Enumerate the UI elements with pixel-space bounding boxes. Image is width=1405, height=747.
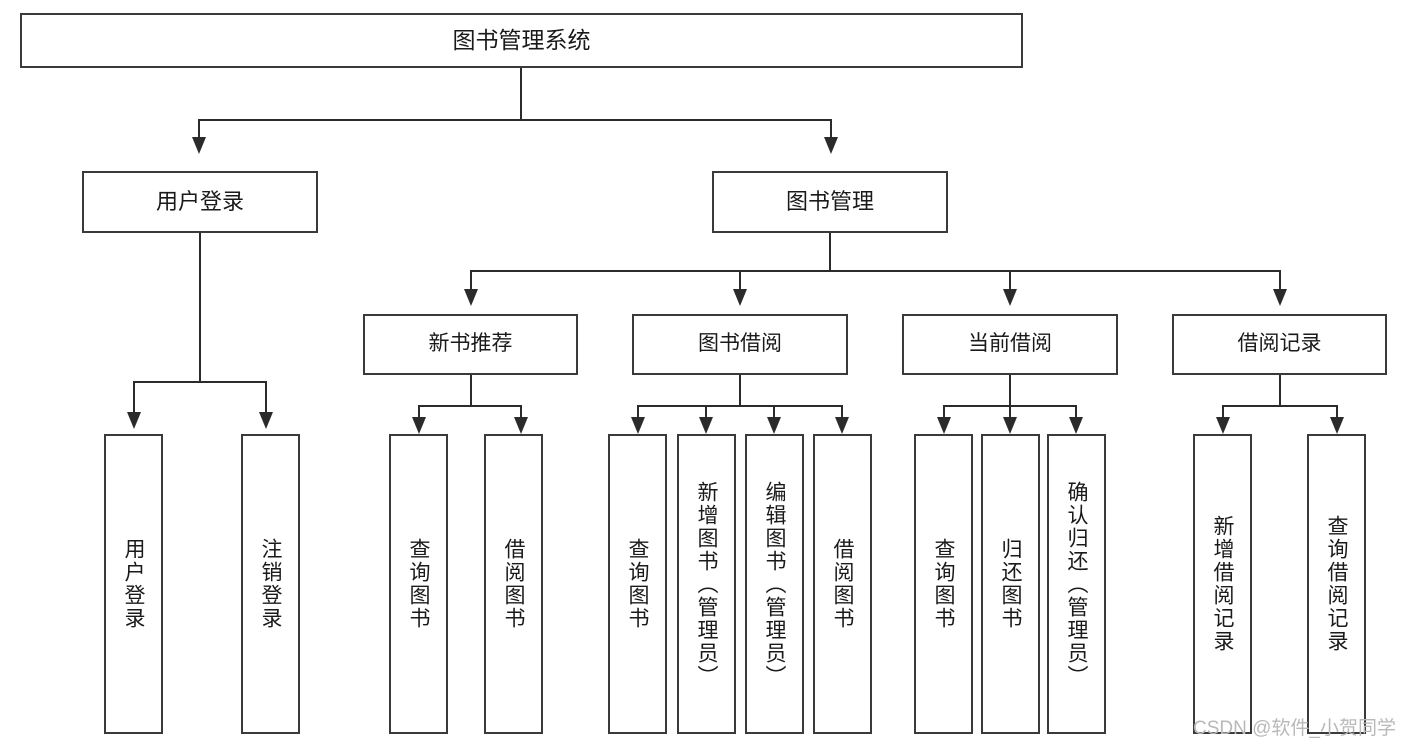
node-label: 编辑图书（管理员）	[763, 480, 786, 688]
connector-level3-drop-2	[739, 270, 741, 290]
node-current-borrow[interactable]: 当前借阅	[902, 314, 1118, 375]
connector-book-borrow-drop-4	[841, 405, 843, 419]
node-label: 注销登录	[259, 538, 282, 630]
node-label: 新增借阅记录	[1211, 515, 1234, 653]
arrowhead-leaf-return-book	[1003, 417, 1017, 434]
connector-book-borrow-drop-2	[705, 405, 707, 419]
connector-current-borrow-drop-2	[1009, 405, 1011, 419]
arrowhead-leaf-borrow-book-1	[514, 417, 528, 434]
connector-book-borrow-drop-1	[637, 405, 639, 419]
connector-borrow-record-stem	[1279, 375, 1281, 406]
leaf-edit-book-admin[interactable]: 编辑图书（管理员）	[745, 434, 804, 734]
connector-new-book-bus	[418, 405, 522, 407]
connector-book-borrow-bus	[637, 405, 843, 407]
node-label: 新书推荐	[428, 332, 513, 356]
connector-borrow-record-bus	[1222, 405, 1338, 407]
leaf-return-book[interactable]: 归还图书	[981, 434, 1040, 734]
connector-level3-bus	[470, 270, 1280, 272]
node-label: 查询图书	[626, 538, 649, 630]
connector-user-login-bus	[133, 381, 267, 383]
node-root-book-management-system[interactable]: 图书管理系统	[20, 13, 1023, 68]
leaf-borrow-book[interactable]: 借阅图书	[813, 434, 872, 734]
leaf-query-borrow-record[interactable]: 查询借阅记录	[1307, 434, 1366, 734]
connector-current-borrow-drop-3	[1075, 405, 1077, 419]
node-label: 归还图书	[999, 538, 1022, 630]
arrowhead-leaf-query-book-1	[412, 417, 426, 434]
node-label: 借阅图书	[502, 538, 525, 630]
node-label: 查询图书	[407, 538, 430, 630]
arrowhead-leaf-query-borrow-record	[1330, 417, 1344, 434]
leaf-query-book-borrow[interactable]: 查询图书	[608, 434, 667, 734]
arrowhead-to-new-book-recommend	[464, 289, 478, 306]
node-label: 新增图书（管理员）	[695, 480, 718, 688]
connector-root-bus	[198, 119, 832, 121]
connector-book-borrow-drop-3	[773, 405, 775, 419]
arrowhead-to-borrow-record	[1273, 289, 1287, 306]
arrowhead-leaf-logout	[259, 412, 273, 429]
leaf-add-book-admin[interactable]: 新增图书（管理员）	[677, 434, 736, 734]
leaf-query-book-recommend[interactable]: 查询图书	[389, 434, 448, 734]
node-label: 查询图书	[932, 538, 955, 630]
connector-user-login-drop-1	[133, 381, 135, 413]
leaf-user-login[interactable]: 用户登录	[104, 434, 163, 734]
arrowhead-leaf-add-borrow-record	[1216, 417, 1230, 434]
connector-book-management-stem	[829, 233, 831, 271]
arrowhead-leaf-borrow-book-2	[835, 417, 849, 434]
connector-current-borrow-drop-1	[943, 405, 945, 419]
leaf-add-borrow-record[interactable]: 新增借阅记录	[1193, 434, 1252, 734]
connector-book-borrow-stem	[739, 375, 741, 406]
connector-root-stem	[520, 68, 522, 120]
leaf-confirm-return-admin[interactable]: 确认归还（管理员）	[1047, 434, 1106, 734]
connector-root-drop-left	[198, 119, 200, 139]
arrowhead-leaf-query-book-3	[937, 417, 951, 434]
connector-borrow-record-drop-2	[1336, 405, 1338, 419]
connector-new-book-stem	[470, 375, 472, 406]
arrowhead-leaf-query-book-2	[631, 417, 645, 434]
connector-root-drop-right	[830, 119, 832, 139]
node-label: 图书借阅	[698, 332, 782, 356]
connector-user-login-drop-2	[265, 381, 267, 413]
leaf-query-book-current[interactable]: 查询图书	[914, 434, 973, 734]
connector-borrow-record-drop-1	[1222, 405, 1224, 419]
arrowhead-leaf-user-login	[127, 412, 141, 429]
arrowhead-leaf-edit-book	[767, 417, 781, 434]
node-label: 图书管理	[785, 189, 874, 215]
connector-current-borrow-stem	[1009, 375, 1011, 406]
connector-level3-drop-1	[470, 270, 472, 290]
node-book-borrow[interactable]: 图书借阅	[632, 314, 848, 375]
connector-new-book-drop-2	[520, 405, 522, 419]
arrowhead-leaf-add-book	[699, 417, 713, 434]
node-label: 用户登录	[122, 538, 145, 630]
arrowhead-to-user-login	[192, 137, 206, 154]
connector-user-login-stem	[199, 233, 201, 382]
arrowhead-leaf-confirm-return	[1069, 417, 1083, 434]
node-label: 查询借阅记录	[1325, 515, 1348, 653]
arrowhead-to-book-management	[824, 137, 838, 154]
node-label: 借阅图书	[831, 538, 854, 630]
node-new-book-recommend[interactable]: 新书推荐	[363, 314, 578, 375]
node-label: 用户登录	[155, 189, 244, 215]
node-label: 借阅记录	[1237, 332, 1322, 356]
node-label: 当前借阅	[968, 332, 1052, 356]
node-label: 图书管理系统	[452, 27, 591, 54]
arrowhead-to-current-borrow	[1003, 289, 1017, 306]
connector-new-book-drop-1	[418, 405, 420, 419]
node-borrow-record[interactable]: 借阅记录	[1172, 314, 1387, 375]
node-user-login[interactable]: 用户登录	[82, 171, 318, 233]
connector-level3-drop-3	[1009, 270, 1011, 290]
node-book-management[interactable]: 图书管理	[712, 171, 948, 233]
arrowhead-to-book-borrow	[733, 289, 747, 306]
connector-level3-drop-4	[1279, 270, 1281, 290]
node-label: 确认归还（管理员）	[1065, 480, 1088, 688]
leaf-borrow-book-recommend[interactable]: 借阅图书	[484, 434, 543, 734]
leaf-logout[interactable]: 注销登录	[241, 434, 300, 734]
